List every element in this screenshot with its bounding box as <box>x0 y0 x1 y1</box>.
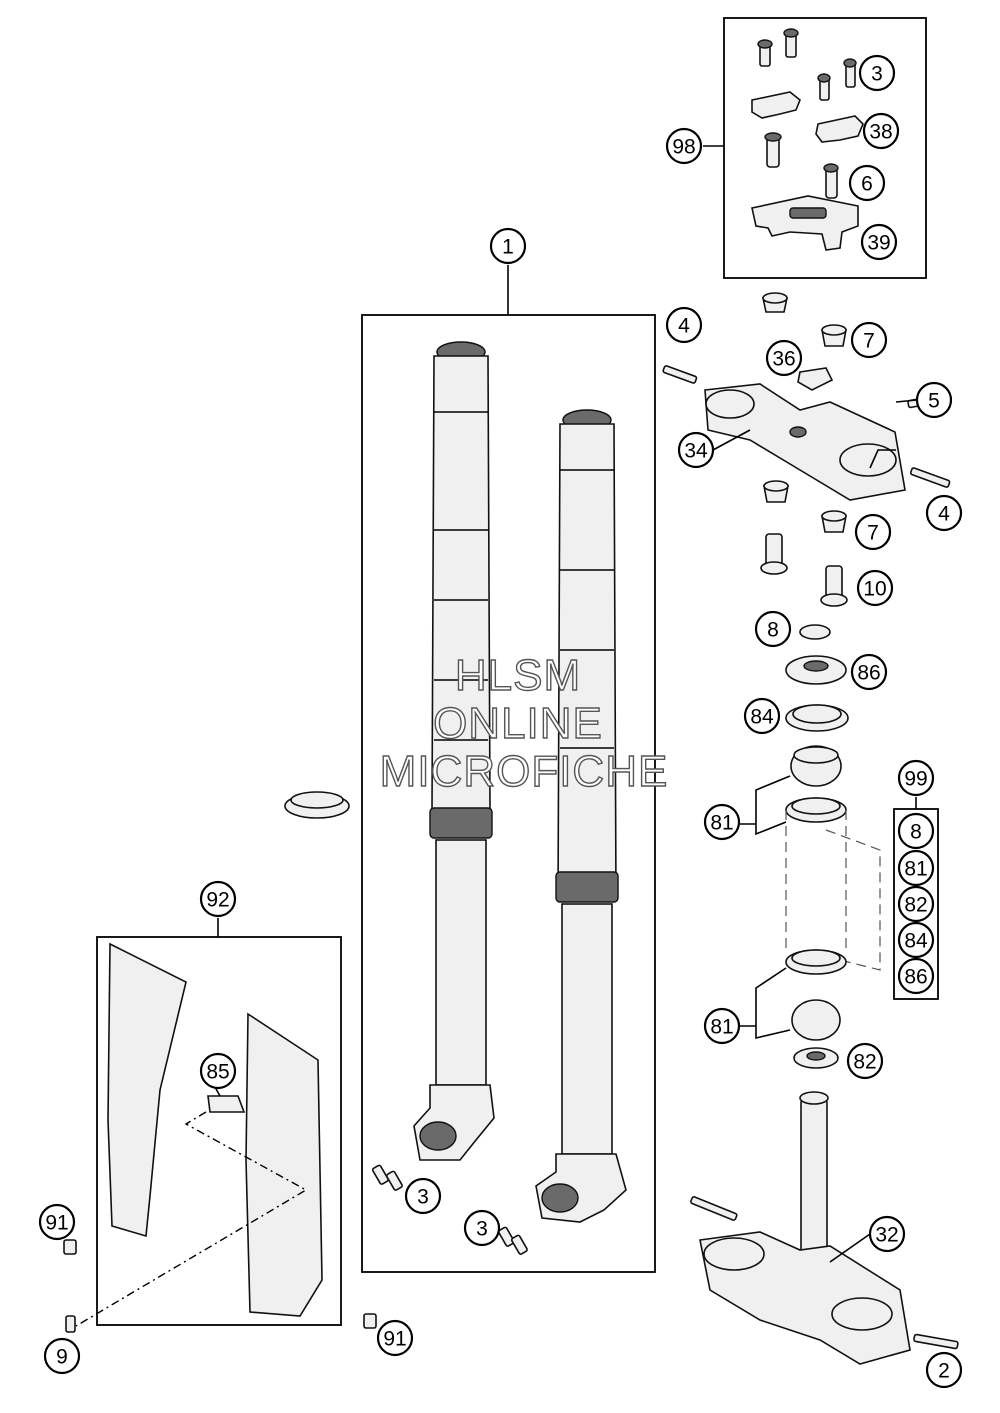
callout-91[interactable]: 91 <box>38 1203 76 1241</box>
svg-text:4: 4 <box>678 315 690 338</box>
watermark-line-1: HLSM <box>455 651 581 700</box>
lower-triple-clamp <box>690 1091 959 1365</box>
bearing-stack <box>785 624 881 1069</box>
svg-text:86: 86 <box>904 966 927 989</box>
watermark: HLSM ONLINE MICROFICHE <box>379 650 669 796</box>
svg-text:81: 81 <box>904 858 927 881</box>
kit-98-box <box>723 17 927 279</box>
axle-clamp-bolts <box>371 1164 528 1255</box>
svg-text:34: 34 <box>684 440 708 463</box>
watermark-line-2: ONLINE <box>433 699 603 748</box>
callout-3[interactable]: 3 <box>463 1209 501 1247</box>
svg-text:85: 85 <box>206 1061 229 1084</box>
callout-81[interactable]: 81 <box>703 803 741 841</box>
svg-text:86: 86 <box>857 662 880 685</box>
svg-text:32: 32 <box>875 1224 898 1247</box>
callout-86[interactable]: 86 <box>850 653 888 691</box>
right-fork-leg <box>535 409 627 1223</box>
watermark-line-3: MICROFICHE <box>380 747 669 796</box>
callout-86[interactable]: 86 <box>897 957 935 995</box>
svg-text:92: 92 <box>206 889 229 912</box>
callout-4[interactable]: 4 <box>665 306 703 344</box>
callout-39[interactable]: 39 <box>860 223 898 261</box>
callout-91[interactable]: 91 <box>376 1319 414 1357</box>
callout-32[interactable]: 32 <box>868 1215 906 1253</box>
callout-85[interactable]: 85 <box>199 1052 237 1090</box>
svg-text:3: 3 <box>417 1186 429 1209</box>
handlebar-clamp-kit <box>751 28 864 251</box>
callout-82[interactable]: 82 <box>846 1042 884 1080</box>
svg-text:84: 84 <box>904 930 928 953</box>
callout-5[interactable]: 5 <box>915 381 953 419</box>
callout-2[interactable]: 2 <box>925 1351 963 1389</box>
guard-bolts <box>63 1239 377 1333</box>
svg-text:1: 1 <box>502 236 514 259</box>
callout-98[interactable]: 98 <box>665 127 703 165</box>
svg-text:6: 6 <box>861 173 873 196</box>
fork-guard-box <box>96 936 342 1326</box>
callout-9[interactable]: 9 <box>43 1337 81 1375</box>
svg-text:2: 2 <box>938 1360 950 1383</box>
svg-text:10: 10 <box>863 578 886 601</box>
callout-81[interactable]: 81 <box>703 1007 741 1045</box>
callout-84[interactable]: 84 <box>897 921 935 959</box>
svg-text:4: 4 <box>938 503 950 526</box>
svg-text:8: 8 <box>910 821 922 844</box>
callout-81[interactable]: 81 <box>897 849 935 887</box>
svg-text:81: 81 <box>710 1016 733 1039</box>
callout-36[interactable]: 36 <box>765 339 803 377</box>
svg-text:39: 39 <box>867 232 890 255</box>
svg-text:81: 81 <box>710 812 733 835</box>
svg-text:5: 5 <box>928 390 940 413</box>
svg-text:99: 99 <box>904 768 927 791</box>
svg-text:91: 91 <box>383 1328 406 1351</box>
callout-3[interactable]: 3 <box>858 54 896 92</box>
fork-guards <box>75 942 323 1327</box>
callout-8[interactable]: 8 <box>897 812 935 850</box>
left-fork-leg <box>413 341 495 1161</box>
callout-10[interactable]: 10 <box>856 569 894 607</box>
callout-82[interactable]: 82 <box>897 885 935 923</box>
callout-38[interactable]: 38 <box>862 112 900 150</box>
svg-text:38: 38 <box>869 121 892 144</box>
svg-text:84: 84 <box>750 706 774 729</box>
callout-3[interactable]: 3 <box>404 1177 442 1215</box>
callout-34[interactable]: 34 <box>677 431 715 469</box>
svg-text:9: 9 <box>56 1346 68 1369</box>
svg-text:82: 82 <box>904 894 927 917</box>
svg-text:3: 3 <box>871 63 883 86</box>
callout-92[interactable]: 92 <box>199 880 237 918</box>
svg-text:91: 91 <box>45 1212 68 1235</box>
callout-1[interactable]: 1 <box>489 227 527 265</box>
callout-84[interactable]: 84 <box>743 697 781 735</box>
svg-text:7: 7 <box>867 522 879 545</box>
dust-ring <box>284 791 350 819</box>
svg-text:82: 82 <box>853 1051 876 1074</box>
callout-7[interactable]: 7 <box>854 513 892 551</box>
svg-text:8: 8 <box>767 619 779 642</box>
svg-text:36: 36 <box>772 348 795 371</box>
callout-6[interactable]: 6 <box>848 164 886 202</box>
callout-8[interactable]: 8 <box>754 610 792 648</box>
leader-lines <box>214 145 918 1263</box>
svg-text:7: 7 <box>863 330 875 353</box>
svg-text:98: 98 <box>672 136 695 159</box>
svg-text:3: 3 <box>476 1218 488 1241</box>
callout-4[interactable]: 4 <box>925 494 963 532</box>
callout-7[interactable]: 7 <box>850 321 888 359</box>
callout-99[interactable]: 99 <box>897 759 935 797</box>
